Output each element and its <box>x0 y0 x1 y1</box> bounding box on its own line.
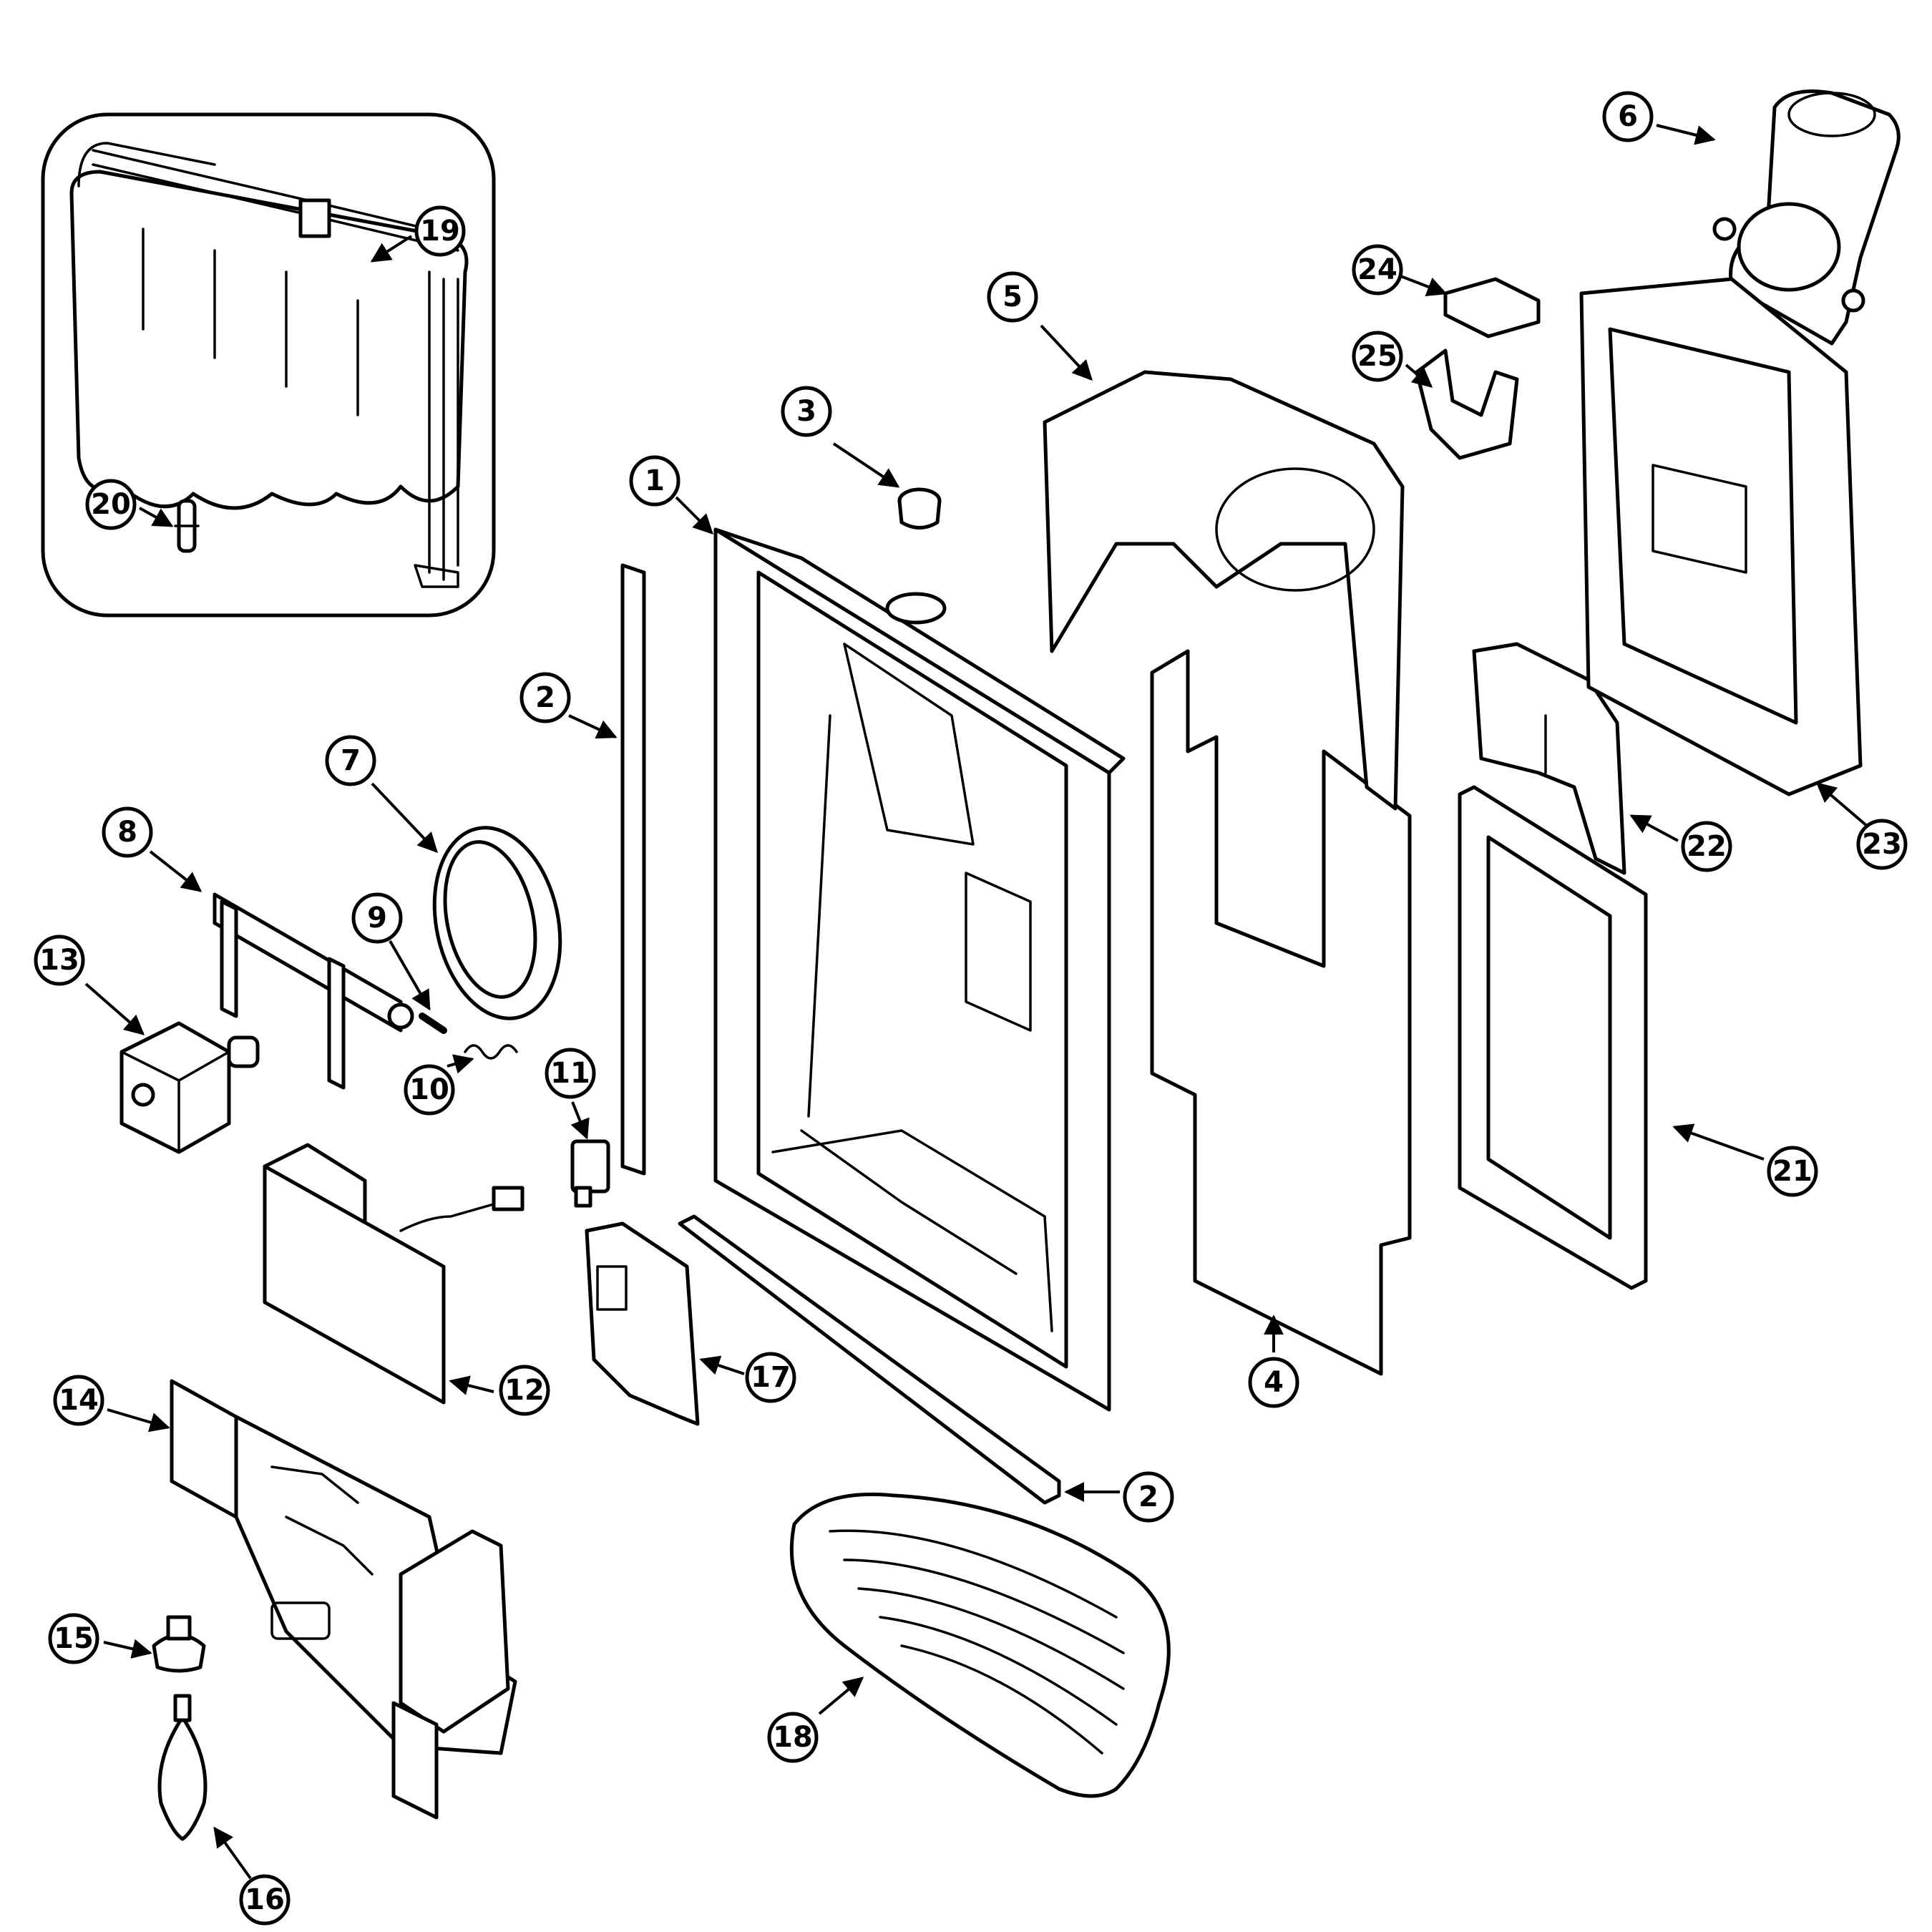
callout-2-upper: 2 <box>519 672 571 723</box>
callout-11: 11 <box>545 1048 596 1099</box>
part-25-clip <box>1415 348 1519 460</box>
part-21-frame <box>1458 785 1648 1290</box>
callout-23: 23 <box>1856 819 1908 870</box>
svg-text:8: 8 <box>117 816 137 849</box>
callout-24: 24 <box>1352 244 1403 296</box>
svg-text:3: 3 <box>796 395 816 428</box>
svg-text:7: 7 <box>341 744 361 777</box>
callout-3: 3 <box>781 386 832 437</box>
callout-15: 15 <box>48 1613 99 1664</box>
part-15-socket <box>152 1615 206 1673</box>
svg-text:11: 11 <box>550 1057 590 1090</box>
svg-text:24: 24 <box>1357 253 1397 286</box>
callout-21: 21 <box>1767 1146 1818 1197</box>
callout-14: 14 <box>53 1375 104 1426</box>
callout-8: 8 <box>102 806 153 858</box>
callout-1: 1 <box>629 455 680 507</box>
part-4-insulation <box>1150 649 1412 1376</box>
part-9-pin <box>419 1013 447 1034</box>
leader-lines <box>84 124 1869 1880</box>
part-7-cover <box>432 826 562 1020</box>
svg-text:25: 25 <box>1357 340 1397 373</box>
svg-text:16: 16 <box>245 1883 285 1916</box>
svg-text:13: 13 <box>39 944 79 977</box>
part-22-shield <box>1472 642 1626 875</box>
callout-22: 22 <box>1681 821 1732 872</box>
callout-17: 17 <box>745 1352 796 1403</box>
part-5-foam-liner <box>1043 370 1405 811</box>
callout-9: 9 <box>351 892 403 944</box>
svg-text:21: 21 <box>1772 1155 1813 1188</box>
svg-text:22: 22 <box>1687 830 1727 863</box>
inset-panel <box>41 112 496 618</box>
callouts: 1 2 2 3 4 5 6 7 8 9 10 11 12 13 14 15 16… <box>34 91 1908 1926</box>
part-10-spring <box>464 1044 518 1060</box>
svg-text:20: 20 <box>91 488 131 521</box>
svg-text:18: 18 <box>773 1721 813 1754</box>
callout-16: 16 <box>239 1874 291 1926</box>
callout-2-lower: 2 <box>1123 1471 1174 1523</box>
callout-19: 19 <box>414 205 466 257</box>
svg-text:14: 14 <box>59 1384 99 1417</box>
svg-text:23: 23 <box>1862 828 1902 861</box>
svg-text:9: 9 <box>367 902 387 935</box>
svg-text:2: 2 <box>1138 1480 1158 1513</box>
svg-text:1: 1 <box>645 464 665 497</box>
svg-text:19: 19 <box>420 215 460 248</box>
callout-5: 5 <box>987 271 1038 323</box>
part-6-ice-chute <box>1712 89 1901 346</box>
svg-text:15: 15 <box>54 1622 94 1655</box>
part-12-control-board <box>263 1143 525 1405</box>
part-20-connector <box>174 499 200 553</box>
part-17-paddle <box>585 1221 700 1426</box>
callout-25: 25 <box>1352 331 1403 382</box>
part-14-auger-motor <box>170 1379 517 1820</box>
svg-text:17: 17 <box>751 1361 791 1394</box>
callout-7: 7 <box>325 735 376 786</box>
part-18-drip-tray <box>789 1492 1171 1798</box>
part-24-pad <box>1443 277 1541 338</box>
part-19-water-tank <box>69 142 469 588</box>
part-11-switch <box>570 1139 610 1208</box>
callout-4: 4 <box>1248 1357 1299 1408</box>
part-16-bulb <box>157 1694 208 1841</box>
part-23-front-panel <box>1579 277 1863 796</box>
svg-text:12: 12 <box>504 1374 545 1407</box>
callout-18: 18 <box>767 1712 819 1763</box>
callout-6: 6 <box>1602 91 1654 142</box>
callout-10: 10 <box>404 1064 455 1116</box>
part-13-solenoid <box>119 1021 260 1154</box>
callout-13: 13 <box>34 935 85 986</box>
svg-text:10: 10 <box>409 1073 449 1106</box>
svg-text:2: 2 <box>535 681 555 714</box>
part-2-strip-horizontal <box>678 1214 1061 1505</box>
part-2-strip-vertical <box>620 563 646 1176</box>
part-8-lever <box>213 892 414 1090</box>
svg-text:4: 4 <box>1264 1366 1284 1399</box>
part-3-plug <box>897 487 942 530</box>
callout-12: 12 <box>499 1365 550 1416</box>
part-1-housing <box>713 527 1126 1412</box>
callout-20: 20 <box>85 479 137 530</box>
svg-text:5: 5 <box>1002 280 1023 313</box>
svg-text:6: 6 <box>1618 100 1638 133</box>
